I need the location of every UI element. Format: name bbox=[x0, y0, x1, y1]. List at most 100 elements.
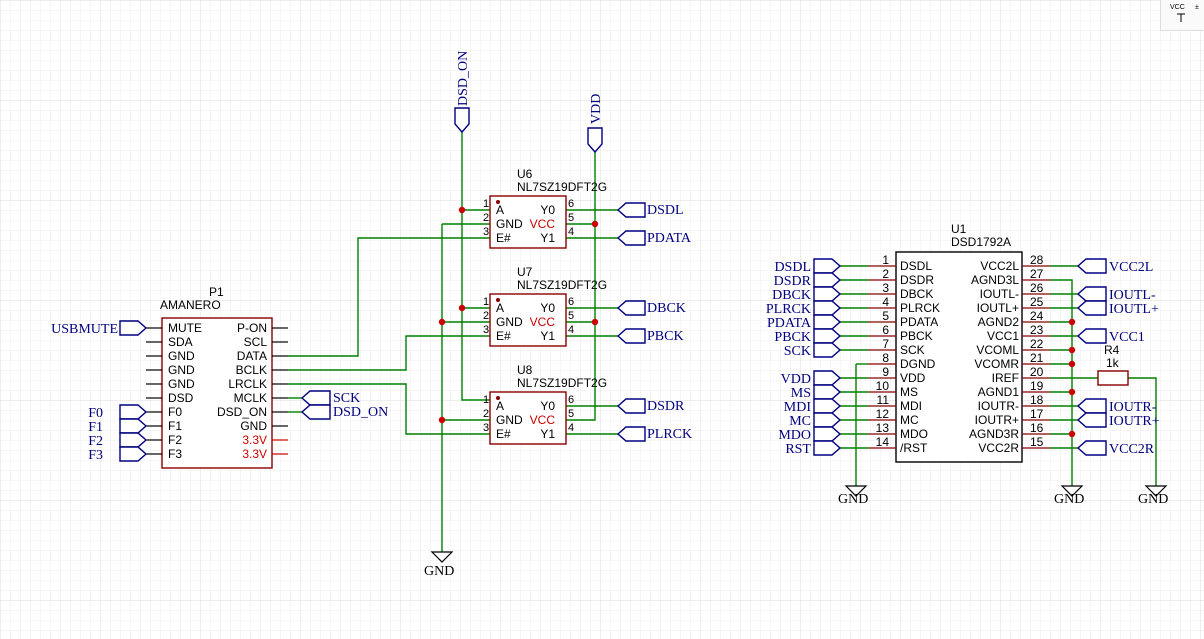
u1-net-flag[interactable]: DSDL bbox=[774, 258, 842, 275]
svg-text:2: 2 bbox=[483, 408, 489, 420]
u8-ref: U8 bbox=[517, 363, 533, 377]
demux-u6[interactable]: U6 NL7SZ19DFT2G 1 2 3 6 5 4 A GND E# Y0 … bbox=[483, 167, 607, 249]
u1-net-label: VCC2L bbox=[1109, 260, 1153, 275]
svg-text:VCC: VCC bbox=[530, 413, 556, 427]
gnd-symbol-iref: GND bbox=[1138, 485, 1168, 507]
svg-text:5: 5 bbox=[568, 310, 574, 322]
u1-net-flag[interactable]: MDO bbox=[778, 426, 842, 443]
svg-text:±: ± bbox=[1195, 4, 1199, 11]
corner-widget[interactable]: VCC ± bbox=[1160, 0, 1204, 31]
u1-net-flag[interactable]: PBCK bbox=[774, 328, 842, 345]
u1-pin-num: 21 bbox=[1030, 351, 1044, 365]
svg-text:GND: GND bbox=[496, 315, 523, 329]
u1-pin-name: VCC1 bbox=[987, 329, 1019, 343]
svg-text:Y0: Y0 bbox=[540, 301, 555, 315]
u1-pin-num: 26 bbox=[1030, 281, 1044, 295]
vdd-port[interactable]: VDD bbox=[587, 94, 604, 154]
u1-net-flag[interactable]: PLRCK bbox=[766, 300, 842, 317]
u1-net-flag[interactable]: MC bbox=[789, 412, 842, 429]
u1-net-flag[interactable]: VCC2L bbox=[1076, 258, 1153, 275]
u1-net-label: MC bbox=[789, 414, 811, 429]
u1-pin-name: MDI bbox=[900, 399, 922, 413]
svg-text:GND: GND bbox=[1054, 492, 1084, 507]
u1-pin-num: 5 bbox=[882, 309, 889, 323]
junctions bbox=[438, 206, 1076, 438]
u1-pin-name: IREF bbox=[992, 371, 1019, 385]
u1-net-flag[interactable]: IOUTR- bbox=[1076, 398, 1157, 415]
svg-text:GND: GND bbox=[496, 413, 523, 427]
pdata-flag: PDATA bbox=[647, 231, 692, 246]
u7-ref: U7 bbox=[517, 265, 533, 279]
demux-u7[interactable]: U7 NL7SZ19DFT2G 1 2 3 6 5 4 A GND E# Y0 … bbox=[483, 265, 607, 347]
u1-pin-num: 25 bbox=[1030, 295, 1044, 309]
svg-text:6: 6 bbox=[568, 394, 574, 406]
svg-text:MCLK: MCLK bbox=[234, 391, 267, 405]
r4-resistor[interactable]: R4 1k bbox=[1097, 343, 1129, 386]
u1-net-label: MDI bbox=[784, 400, 812, 415]
svg-text:Y0: Y0 bbox=[540, 203, 555, 217]
vdd-port-label: VDD bbox=[589, 94, 604, 124]
dsd-on-port-label: DSD_ON bbox=[456, 51, 471, 106]
p1-ref: P1 bbox=[209, 285, 224, 299]
u1-net-flag[interactable]: MS bbox=[791, 384, 842, 401]
u1-pin-num: 23 bbox=[1030, 323, 1044, 337]
dsdr-flag: DSDR bbox=[647, 399, 685, 414]
u1-pin-name: IOUTR- bbox=[978, 399, 1019, 413]
svg-text:DSD_ON: DSD_ON bbox=[333, 405, 388, 420]
u1-pin-name: VCOMR bbox=[974, 357, 1019, 371]
svg-text:GND: GND bbox=[168, 363, 195, 377]
u1-pin-num: 13 bbox=[876, 421, 890, 435]
svg-text:Y1: Y1 bbox=[540, 329, 555, 343]
u1-net-label: VDD bbox=[781, 372, 811, 387]
u1-net-flag[interactable]: MDI bbox=[784, 398, 842, 415]
u1-pin-name: SCK bbox=[900, 343, 925, 357]
u1-pin-num: 14 bbox=[876, 435, 890, 449]
u1-pin-num: 3 bbox=[882, 281, 889, 295]
usbmute-flag: USBMUTE bbox=[51, 322, 118, 337]
svg-text:DSD: DSD bbox=[168, 391, 194, 405]
u1-pin-name: MS bbox=[900, 385, 918, 399]
u1-net-label: SCK bbox=[784, 344, 811, 359]
u1-pin-num: 6 bbox=[882, 323, 889, 337]
svg-text:F3: F3 bbox=[168, 447, 182, 461]
svg-text:F1: F1 bbox=[88, 420, 103, 435]
u1-net-flag[interactable]: IOUTL- bbox=[1076, 286, 1156, 303]
demux-output-flags[interactable]: DSDL PDATA DBCK PBCK DSDR PLRCK bbox=[616, 202, 692, 442]
u1-pin-num: 19 bbox=[1030, 379, 1044, 393]
u1-pin-num: 16 bbox=[1030, 421, 1044, 435]
u1-pin-name: IOUTR+ bbox=[975, 413, 1019, 427]
svg-text:5: 5 bbox=[568, 408, 574, 420]
u1-pin-num: 11 bbox=[877, 393, 890, 407]
u1-net-label: VCC2R bbox=[1109, 442, 1155, 457]
svg-text:2: 2 bbox=[483, 212, 489, 224]
svg-text:4: 4 bbox=[568, 226, 574, 238]
demux-u8[interactable]: U8 NL7SZ19DFT2G 1 2 3 6 5 4 A GND E# Y0 … bbox=[483, 363, 607, 445]
u1-net-flag[interactable]: PDATA bbox=[767, 314, 842, 331]
svg-text:6: 6 bbox=[568, 198, 574, 210]
u1-net-flag[interactable]: VCC2R bbox=[1076, 440, 1155, 457]
p1-amanero[interactable]: P1 AMANERO MUTE SDA GND GND GND DSD F0 F… bbox=[146, 285, 288, 469]
u1-net-flag[interactable]: SCK bbox=[784, 342, 842, 359]
r4-value: 1k bbox=[1106, 356, 1120, 370]
u1-net-flag[interactable]: IOUTR+ bbox=[1076, 412, 1160, 429]
u1-net-flag[interactable]: IOUTL+ bbox=[1076, 300, 1159, 317]
u1-net-flag[interactable]: RST bbox=[785, 440, 842, 457]
gnd-symbol-demux: GND bbox=[424, 551, 454, 579]
svg-text:3.3V: 3.3V bbox=[242, 433, 267, 447]
svg-text:A: A bbox=[496, 399, 504, 413]
p1-left-flags[interactable]: USBMUTE F0 F1 F2 F3 bbox=[51, 320, 148, 463]
u1-net-label: PDATA bbox=[767, 316, 812, 331]
u1-net-flag[interactable]: DSDR bbox=[774, 272, 842, 289]
u1-net-flag[interactable]: VCC1 bbox=[1076, 328, 1145, 345]
dsd-on-port[interactable]: DSD_ON bbox=[454, 51, 471, 134]
p1-right-flags[interactable]: SCK DSD_ON bbox=[300, 390, 388, 420]
svg-text:SDA: SDA bbox=[168, 335, 193, 349]
gnd-symbol-u1-analog: GND bbox=[1054, 485, 1084, 507]
u1-net-flag[interactable]: VDD bbox=[781, 370, 842, 387]
svg-text:GND: GND bbox=[838, 492, 868, 507]
u1-net-flag[interactable]: DBCK bbox=[772, 286, 842, 303]
